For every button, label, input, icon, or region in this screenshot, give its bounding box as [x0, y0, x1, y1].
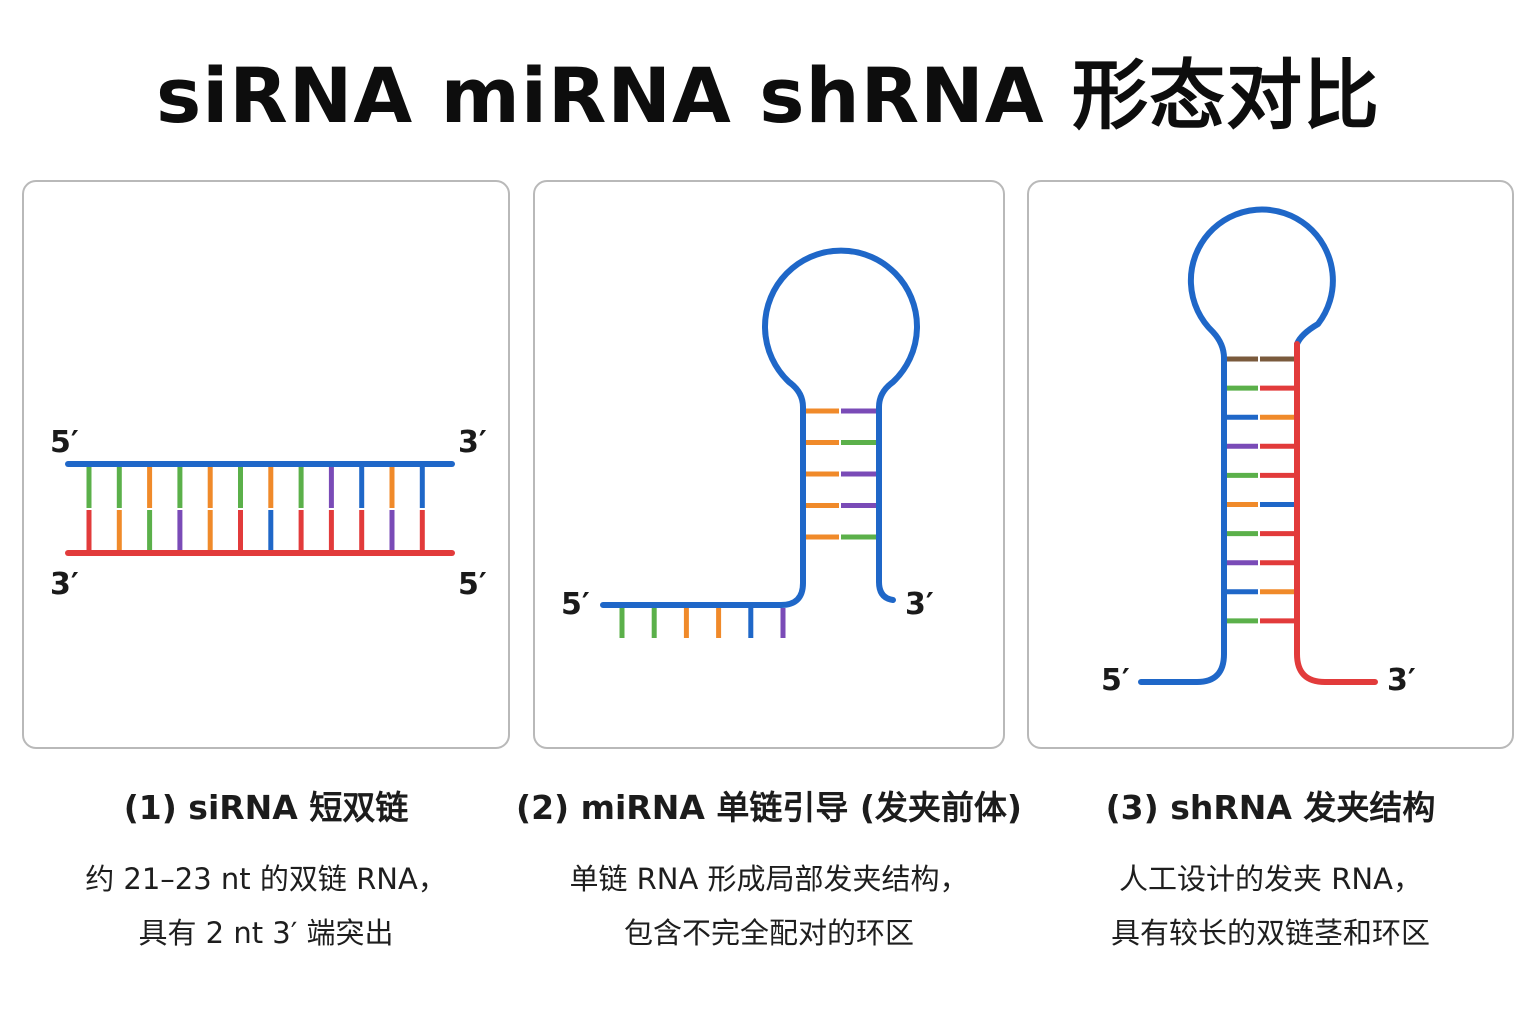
mirna-panel: 5′ 3′ [533, 180, 1005, 749]
sirna-label-top-left: 5′ [50, 425, 79, 460]
shrna-desc-line1: 人工设计的发夹 RNA， [1119, 862, 1422, 896]
shrna-description: 人工设计的发夹 RNA， 具有较长的双链茎和环区 [1027, 852, 1514, 960]
sirna-description: 约 21–23 nt 的双链 RNA， 具有 2 nt 3′ 端突出 [22, 852, 510, 960]
mirna-label-5prime: 5′ [561, 587, 590, 622]
shrna-desc-line2: 具有较长的双链茎和环区 [1110, 916, 1430, 950]
sirna-desc-line2: 具有 2 nt 3′ 端突出 [138, 916, 394, 950]
mirna-label-3prime: 3′ [905, 587, 934, 622]
mirna-diagram: 5′ 3′ [561, 247, 934, 638]
shrna-diagram: 5′ 3′ [1101, 206, 1416, 698]
sirna-diagram: 5′ 3′ 3′ 5′ [50, 425, 487, 602]
page-title: siRNA miRNA shRNA 形态对比 [155, 51, 1381, 140]
sirna-panel: 5′ 3′ 3′ 5′ [22, 180, 510, 749]
mirna-desc-line2: 包含不完全配对的环区 [623, 916, 914, 950]
shrna-panel: 5′ 3′ [1027, 180, 1514, 749]
mirna-description: 单链 RNA 形成局部发夹结构， 包含不完全配对的环区 [515, 852, 1023, 960]
sirna-label-top-right: 3′ [458, 425, 487, 460]
sirna-caption: (1) siRNA 短双链 [123, 788, 409, 827]
sirna-label-bottom-right: 5′ [458, 567, 487, 602]
mirna-desc-line1: 单链 RNA 形成局部发夹结构， [569, 862, 969, 896]
sirna-label-bottom-left: 3′ [50, 567, 79, 602]
shrna-caption: (3) shRNA 发夹结构 [1105, 788, 1436, 827]
mirna-caption: (2) miRNA 单链引导 (发夹前体) [515, 788, 1023, 827]
shrna-label-3prime: 3′ [1387, 663, 1416, 698]
sirna-desc-line1: 约 21–23 nt 的双链 RNA， [85, 862, 447, 896]
shrna-label-5prime: 5′ [1101, 663, 1130, 698]
mirna-strand [600, 247, 920, 608]
shrna-right-strand [1294, 341, 1378, 685]
shrna-left-strand-loop [1138, 206, 1336, 685]
